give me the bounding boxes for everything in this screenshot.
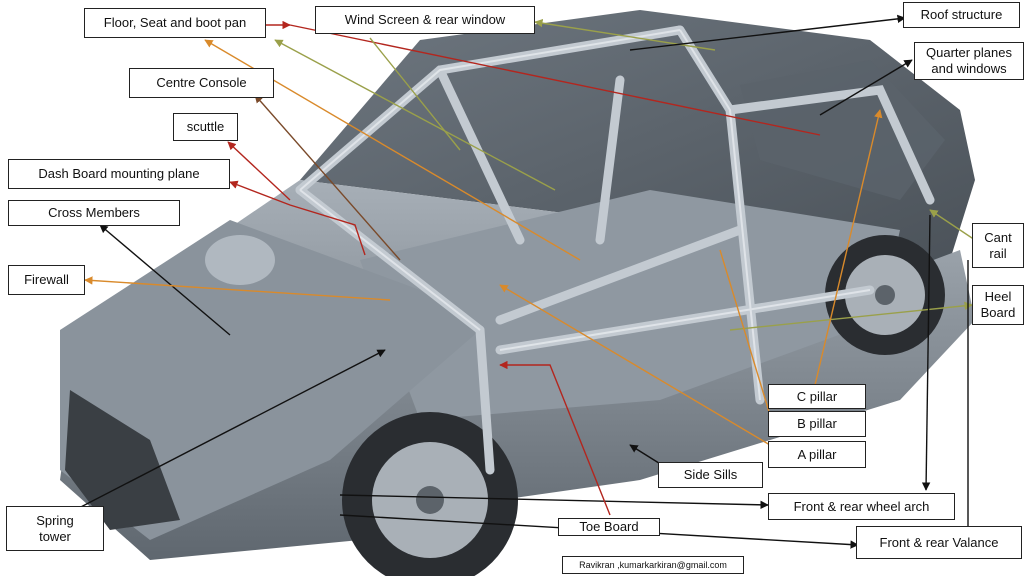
label-side-sills: Side Sills <box>658 462 763 488</box>
label-roof-structure: Roof structure <box>903 2 1020 28</box>
grille <box>65 390 180 530</box>
rear-window <box>740 60 945 200</box>
label-valance: Front & rear Valance <box>856 526 1022 559</box>
label-quarter-planes: Quarter planes and windows <box>914 42 1024 80</box>
label-a-pillar: A pillar <box>768 441 866 468</box>
bonnet-area <box>60 220 480 540</box>
label-cross-members: Cross Members <box>8 200 180 226</box>
label-scuttle: scuttle <box>173 113 238 141</box>
label-spring-tower: Spring tower <box>6 506 104 551</box>
label-floor-seat-boot-pan: Floor, Seat and boot pan <box>84 8 266 38</box>
label-wheel-arch: Front & rear wheel arch <box>768 493 955 520</box>
spring-tower-part <box>205 235 275 285</box>
label-b-pillar: B pillar <box>768 411 866 437</box>
car-illustration <box>60 10 975 576</box>
label-dash-board: Dash Board mounting plane <box>8 159 230 189</box>
floor-pan <box>360 190 900 420</box>
label-centre-console: Centre Console <box>129 68 274 98</box>
credit-text: Ravikran ,kumarkarkiran@gmail.com <box>562 556 744 574</box>
label-c-pillar: C pillar <box>768 384 866 409</box>
label-toe-board: Toe Board <box>558 518 660 536</box>
label-heel-board: Heel Board <box>972 285 1024 325</box>
label-firewall: Firewall <box>8 265 85 295</box>
label-wind-screen: Wind Screen & rear window <box>315 6 535 34</box>
label-cant-rail: Cant rail <box>972 223 1024 268</box>
leader-lines <box>74 14 976 549</box>
